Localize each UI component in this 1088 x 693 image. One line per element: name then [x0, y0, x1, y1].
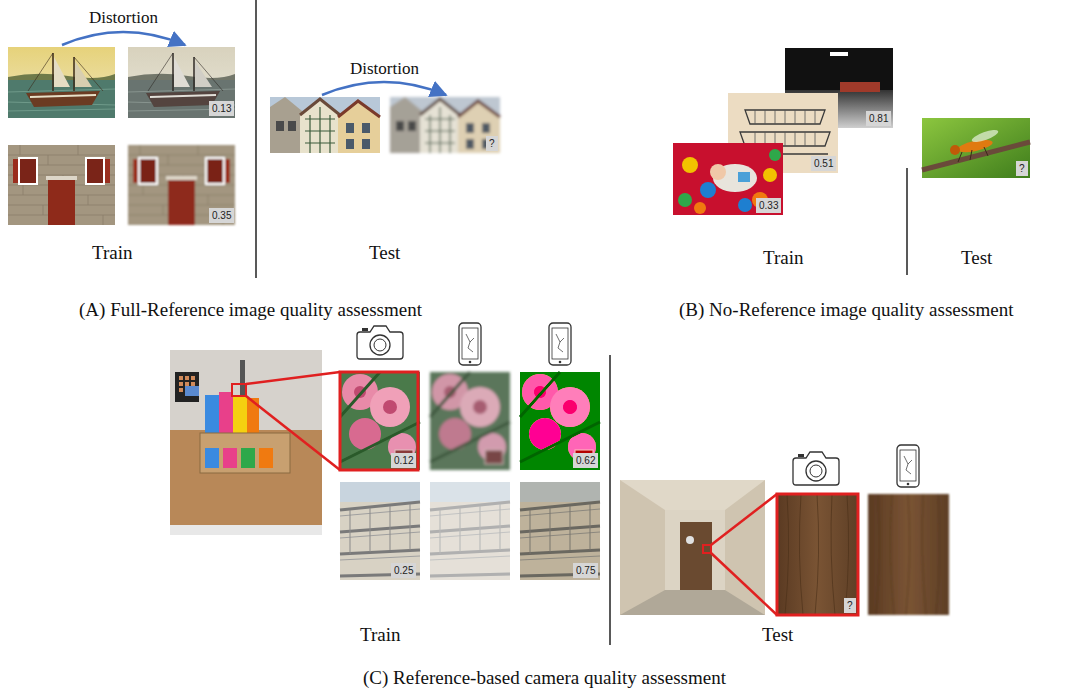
- score-badge: 0.81: [866, 111, 891, 126]
- split-label: Test: [369, 243, 400, 264]
- arrow-label: Distortion: [86, 9, 161, 28]
- score-badge: 0.25: [391, 563, 416, 578]
- split-label: Test: [762, 625, 793, 646]
- split-label: Train: [92, 243, 132, 264]
- arrow-label: Distortion: [347, 60, 422, 79]
- score-badge: ?: [844, 598, 856, 613]
- panel-caption: (B) No-Reference image quality assessmen…: [679, 300, 1014, 321]
- split-label: Test: [961, 248, 992, 269]
- split-label: Train: [763, 248, 803, 269]
- panel-caption: (A) Full-Reference image quality assessm…: [79, 300, 422, 321]
- score-badge: 0.13: [209, 101, 234, 116]
- score-badge: ?: [486, 136, 498, 151]
- score-badge: 0.35: [209, 208, 234, 223]
- split-label: Train: [360, 625, 400, 646]
- score-badge: 0.12: [391, 453, 416, 468]
- panel-caption: (C) Reference-based camera quality asses…: [363, 668, 726, 689]
- score-badge: 0.51: [811, 156, 836, 171]
- score-badge: 0.33: [756, 198, 781, 213]
- score-badge: 0.75: [573, 563, 598, 578]
- score-badge: 0.62: [573, 453, 598, 468]
- score-badge: ?: [1016, 161, 1028, 176]
